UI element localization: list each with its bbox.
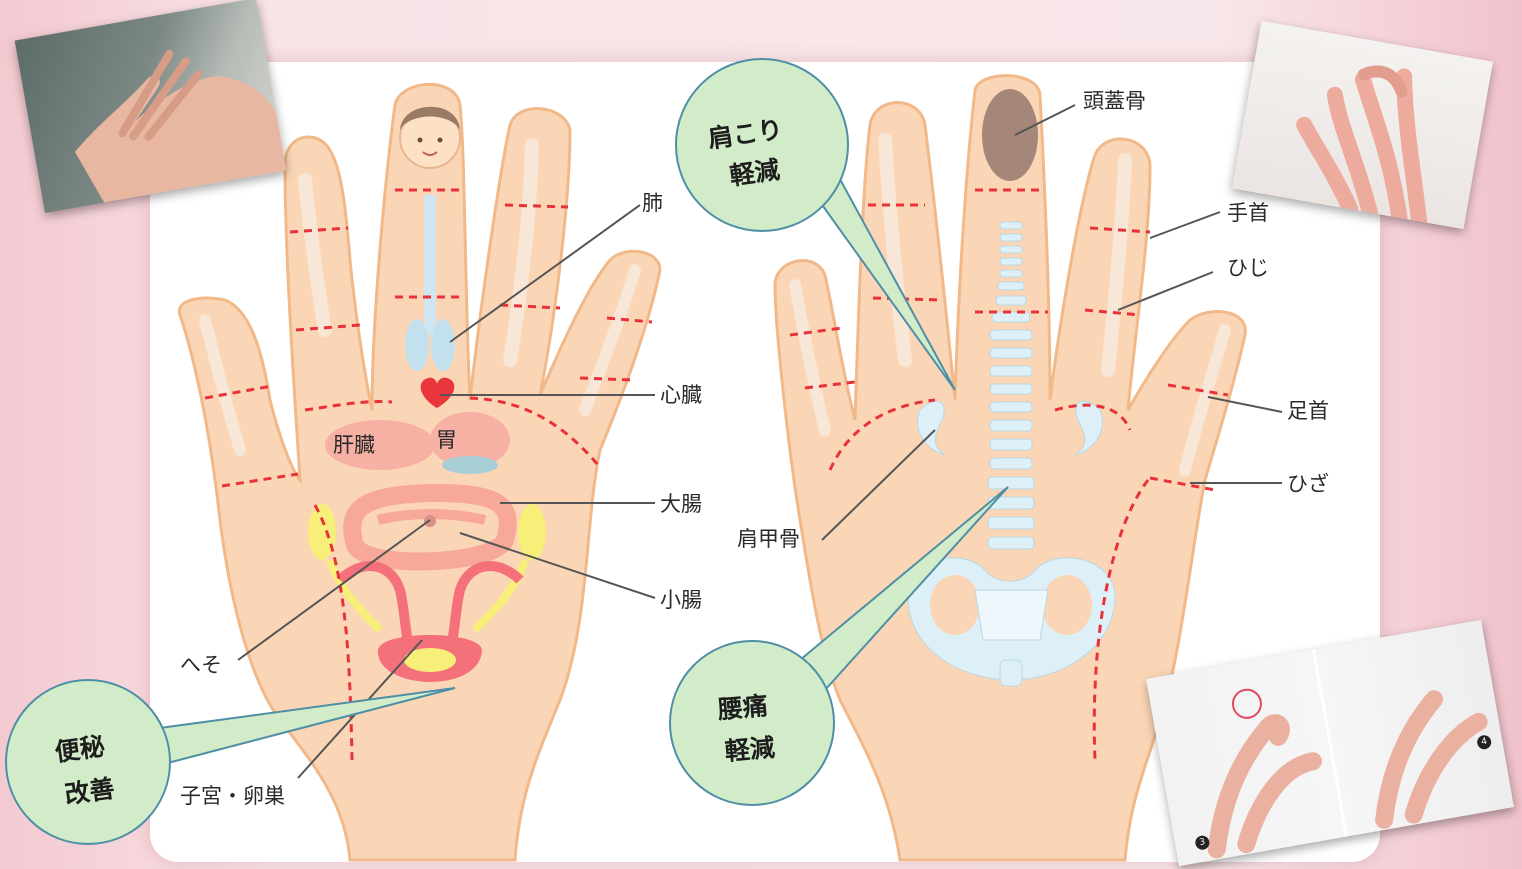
bubble-backpain-line2: 軽減 xyxy=(724,733,776,766)
label-uterus-ovary: 子宮・卵巣 xyxy=(180,784,285,808)
label-small-intestine: 小腸 xyxy=(660,588,702,612)
left-hand xyxy=(179,84,660,860)
label-liver: 肝臓 xyxy=(333,433,375,457)
label-navel: へそ xyxy=(180,653,222,677)
label-wrist: 手首 xyxy=(1227,201,1269,225)
label-knee: ひざ xyxy=(1287,472,1329,496)
label-skull: 頭蓋骨 xyxy=(1083,89,1146,113)
label-ankle: 足首 xyxy=(1287,399,1329,423)
label-elbow: ひじ xyxy=(1227,256,1269,280)
label-scapula: 肩甲骨 xyxy=(737,527,800,551)
skull-bone xyxy=(982,89,1038,181)
bubble-backpain-line1: 腰痛 xyxy=(716,691,769,724)
label-large-intestine: 大腸 xyxy=(660,492,702,516)
label-stomach: 胃 xyxy=(436,428,457,452)
label-lung: 肺 xyxy=(642,191,663,215)
lungs xyxy=(405,319,429,371)
left-hand-outline xyxy=(179,84,660,860)
label-heart: 心臓 xyxy=(660,383,702,407)
